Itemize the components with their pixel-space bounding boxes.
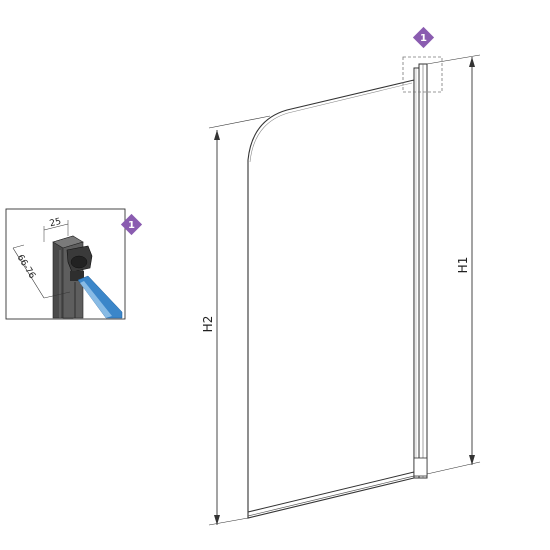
callout-badge-main: 1	[412, 26, 435, 49]
callout-badge-inset: 1	[120, 213, 143, 236]
h1-label: H1	[456, 257, 470, 274]
bottom-seal	[247, 471, 415, 513]
h2-dimension	[208, 115, 271, 526]
detail-highlight-box	[402, 56, 443, 93]
callout-number: 1	[420, 33, 427, 44]
glass-panel-outline	[247, 79, 415, 519]
glass-panel-inner-edge	[249, 82, 413, 163]
callout-number: 1	[128, 220, 135, 231]
detail-width-label: 25	[49, 217, 63, 229]
h2-label: H2	[201, 316, 215, 333]
detail-inset	[5, 208, 126, 320]
h1-dimension	[426, 54, 481, 475]
bottom-seal-2	[247, 475, 415, 517]
wall-profile	[413, 63, 428, 479]
